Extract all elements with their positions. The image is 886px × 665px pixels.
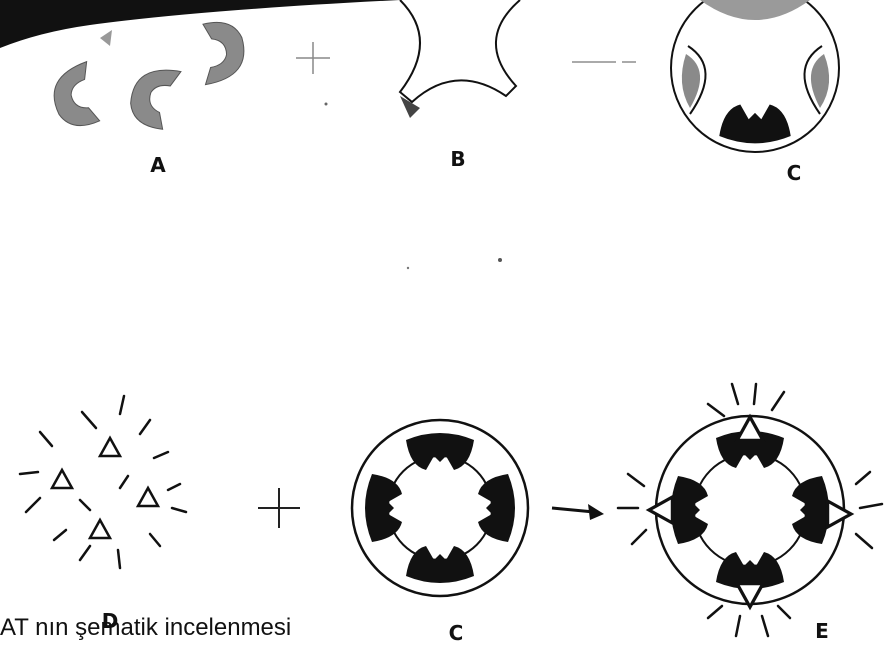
label-e: E — [815, 619, 829, 643]
component-b — [400, 0, 520, 118]
label-c-top: C — [787, 161, 802, 185]
component-c-top — [671, 0, 839, 152]
component-e — [618, 384, 882, 636]
label-c-bottom: C — [449, 621, 464, 645]
plus-bottom — [258, 488, 300, 528]
label-b: B — [450, 147, 465, 171]
plus-top — [296, 42, 330, 74]
component-c-bottom — [352, 420, 528, 596]
label-a: A — [150, 153, 166, 177]
component-a — [45, 18, 249, 134]
component-d — [20, 396, 186, 568]
figure-caption: AT nın şematik incelenmesi — [0, 614, 291, 642]
corner-band — [0, 0, 400, 48]
arrow-bottom — [552, 504, 604, 520]
